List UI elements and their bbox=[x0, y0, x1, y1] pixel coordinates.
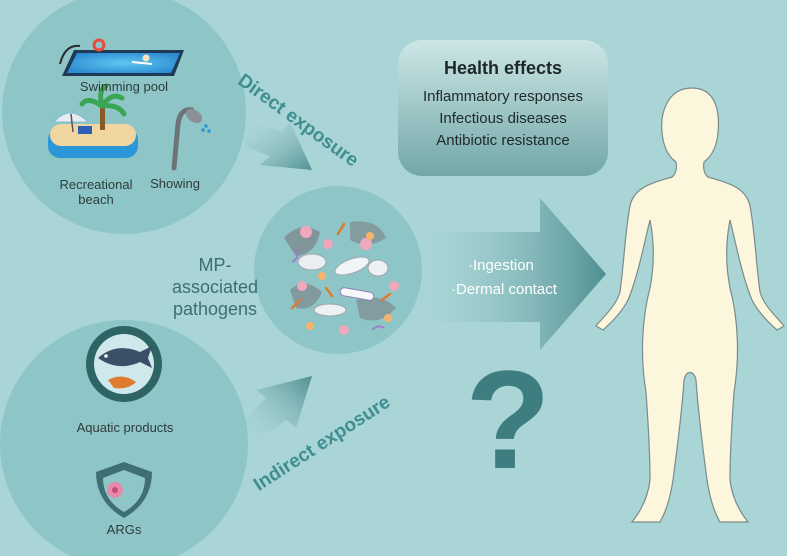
microplastic-particles-icon bbox=[284, 221, 399, 335]
swimming-pool-label: Swimming pool bbox=[79, 79, 169, 94]
aquatic-products-icon bbox=[86, 326, 162, 402]
route-dermal-contact: ·Dermal contact bbox=[451, 281, 557, 298]
health-effects-title: Health effects bbox=[443, 58, 563, 78]
indirect-exposure-arrow bbox=[244, 376, 312, 440]
recreational-beach-label: Recreational beach bbox=[59, 177, 133, 207]
aquatic-products-label: Aquatic products bbox=[76, 420, 174, 435]
beach-island-icon bbox=[48, 83, 138, 158]
swimming-pool-icon bbox=[59, 38, 184, 76]
indirect-sources-circle bbox=[0, 320, 248, 556]
human-body-silhouette bbox=[595, 87, 785, 523]
health-effect-item: Antibiotic resistance bbox=[436, 132, 570, 149]
health-effects-box: Health effects Inflammatory responses In… bbox=[398, 40, 608, 176]
health-effect-item: Inflammatory responses bbox=[422, 88, 584, 105]
args-label: ARGs bbox=[106, 522, 142, 537]
args-shield-icon bbox=[96, 462, 152, 518]
direct-sources-circle bbox=[2, 0, 246, 234]
direct-exposure-arrow bbox=[244, 122, 312, 170]
exposure-route-arrow bbox=[420, 198, 606, 350]
question-mark: ? bbox=[465, 341, 551, 498]
shower-label: Showing bbox=[150, 176, 200, 191]
health-effect-item: Infectious diseases bbox=[439, 110, 567, 127]
shower-head-icon bbox=[171, 107, 211, 171]
mp-pathogens-label: MP-associated pathogens bbox=[171, 255, 259, 319]
route-ingestion: ·Ingestion bbox=[468, 257, 534, 274]
